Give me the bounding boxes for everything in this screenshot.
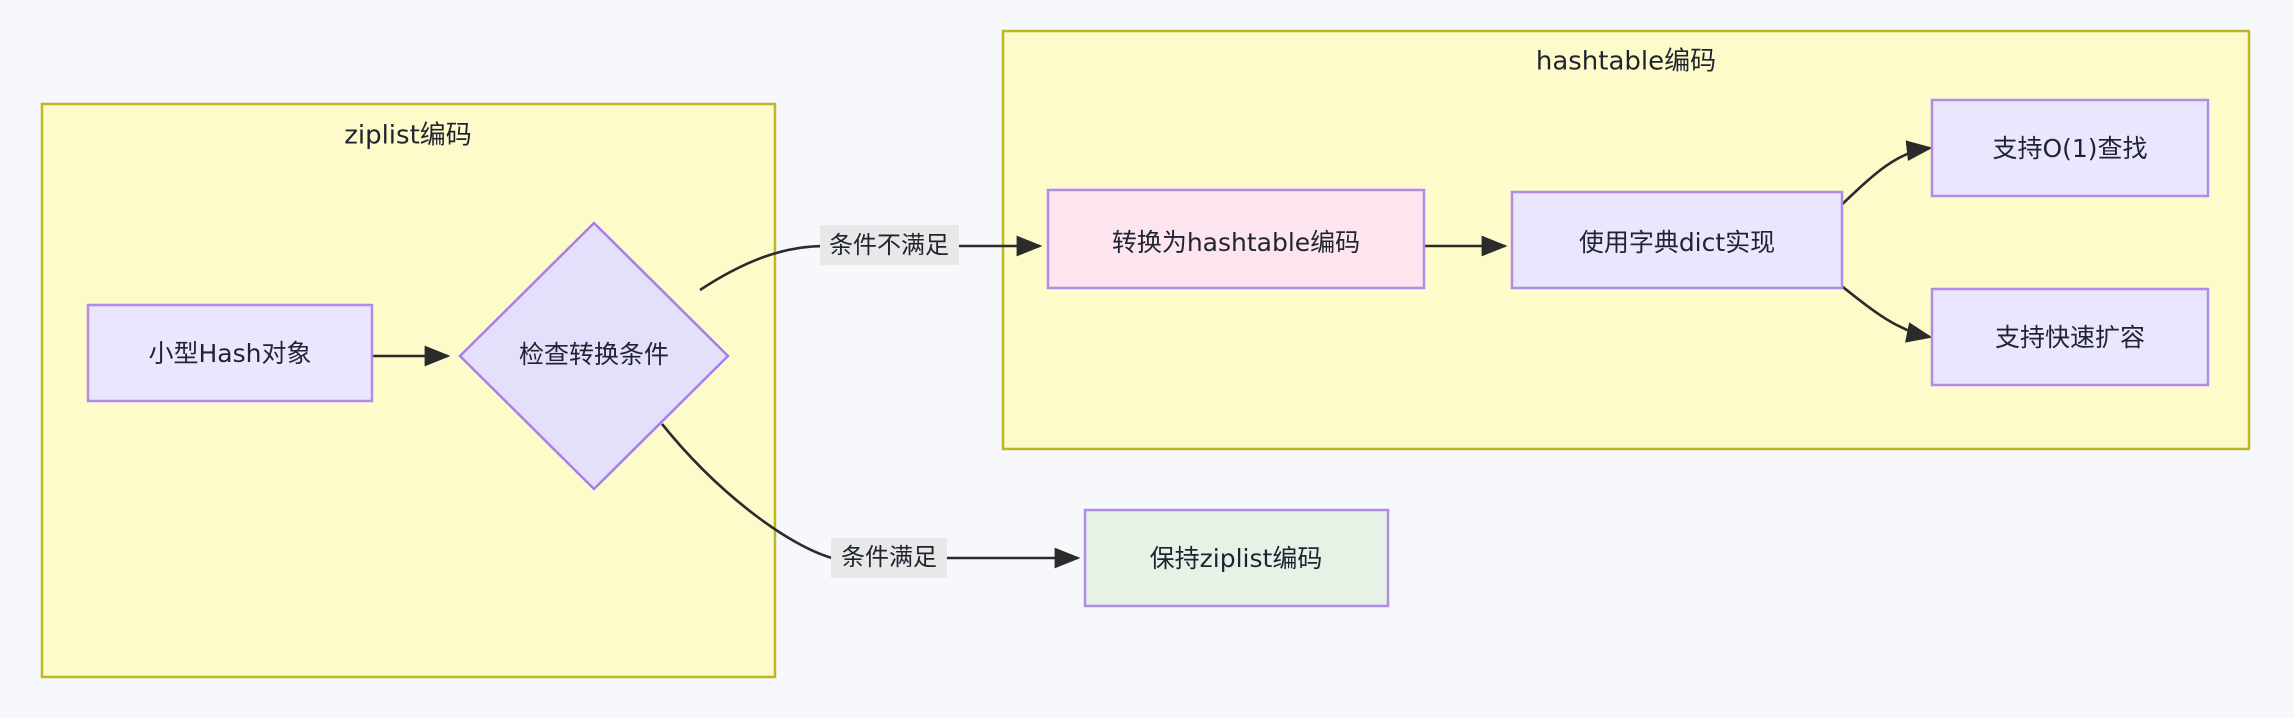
- node-use-dict-shape[interactable]: [1510, 190, 1844, 290]
- subgraph-hashtable-title: hashtable编码: [1536, 47, 1716, 77]
- edge-label-condition-unmet-bg: [820, 225, 959, 265]
- node-support-fast-resize-label: 支持快速扩容: [1995, 323, 2145, 352]
- node-convert-to-hashtable[interactable]: 转换为hashtable编码: [1046, 188, 1426, 290]
- node-small-hash-object-label: 小型Hash对象: [149, 339, 312, 368]
- node-keep-ziplist-label: 保持ziplist编码: [1150, 544, 1323, 573]
- edge-check-to-keep-curve: [660, 423, 833, 560]
- edge-label-condition-met-bg: [831, 538, 947, 578]
- node-support-o1-lookup-shape[interactable]: [1930, 98, 2210, 198]
- node-support-o1-lookup-label: 支持O(1)查找: [1992, 134, 2147, 163]
- node-convert-to-hashtable-label: 转换为hashtable编码: [1112, 228, 1360, 257]
- edge-label-condition-met-text: 条件满足: [841, 543, 937, 571]
- node-support-fast-resize[interactable]: 支持快速扩容: [1930, 287, 2210, 387]
- edge-label-condition-met: 条件满足: [831, 538, 947, 578]
- node-check-convert-condition-shape[interactable]: [458, 221, 730, 491]
- edge-check-to-convert-curve: [699, 244, 826, 292]
- node-check-convert-condition[interactable]: 检查转换条件: [458, 221, 730, 491]
- edge-label-condition-unmet-text: 条件不满足: [829, 231, 949, 259]
- edge-dict-to-o1-lookup: [1833, 140, 1933, 213]
- node-use-dict-label: 使用字典dict实现: [1579, 228, 1775, 257]
- node-keep-ziplist[interactable]: 保持ziplist编码: [1083, 508, 1390, 608]
- node-small-hash-object-shape[interactable]: [86, 303, 374, 403]
- node-small-hash-object[interactable]: 小型Hash对象: [86, 303, 374, 403]
- subgraph-ziplist-title: ziplist编码: [344, 121, 472, 151]
- node-keep-ziplist-shape[interactable]: [1083, 508, 1390, 608]
- node-support-fast-resize-shape[interactable]: [1930, 287, 2210, 387]
- node-convert-to-hashtable-shape[interactable]: [1046, 188, 1426, 290]
- node-check-convert-condition-label: 检查转换条件: [519, 340, 669, 369]
- edge-dict-to-fast-resize: [1833, 278, 1933, 343]
- edge-label-condition-unmet: 条件不满足: [820, 225, 959, 265]
- node-support-o1-lookup[interactable]: 支持O(1)查找: [1930, 98, 2210, 198]
- node-use-dict[interactable]: 使用字典dict实现: [1510, 190, 1844, 290]
